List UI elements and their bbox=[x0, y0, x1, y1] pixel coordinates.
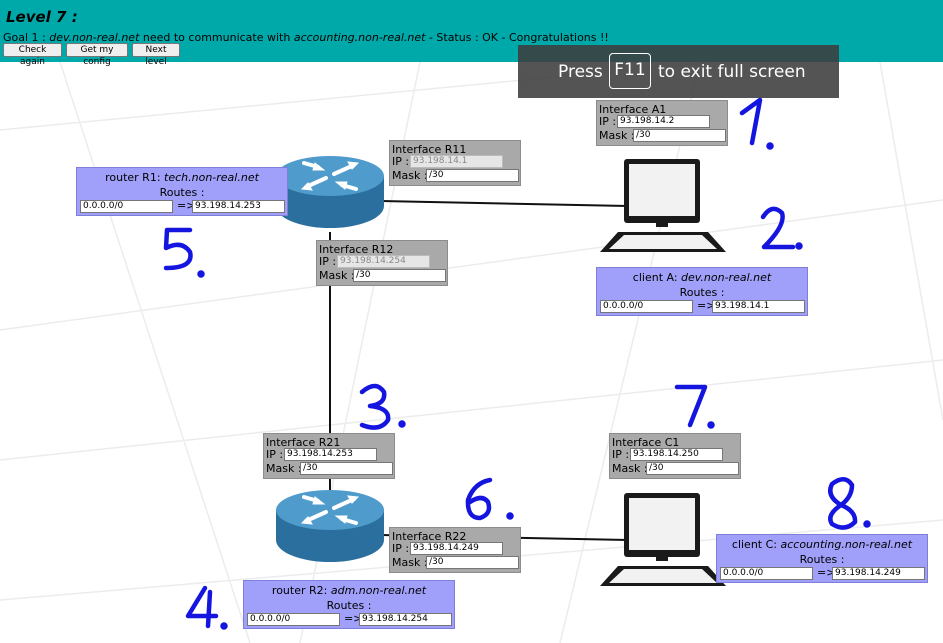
client-c-computer-icon[interactable] bbox=[598, 490, 728, 590]
interface-a1-title: Interface A1 bbox=[599, 103, 667, 116]
goal-source: dev.non-real.net bbox=[49, 31, 140, 44]
goal-middle: need to communicate with bbox=[139, 31, 294, 44]
client-a-kind: client A: bbox=[632, 271, 682, 284]
interface-c1-ip-input[interactable]: 93.198.14.250 bbox=[630, 448, 723, 461]
annotation-6 bbox=[465, 477, 514, 521]
ip-label: IP : bbox=[392, 542, 410, 555]
router-r1-route-destination-input[interactable]: 0.0.0.0/0 bbox=[80, 200, 173, 213]
interface-c1-mask-input[interactable]: /30 bbox=[646, 462, 739, 475]
interface-r21-mask-input[interactable]: /30 bbox=[300, 462, 393, 475]
fullscreen-exit-text: to exit full screen bbox=[658, 62, 806, 82]
mask-label: Mask : bbox=[266, 462, 302, 475]
mask-label: Mask : bbox=[319, 269, 355, 282]
interface-r21-panel: Interface R21 IP : 93.198.14.253 Mask : … bbox=[263, 433, 395, 479]
interface-r21-title: Interface R21 bbox=[266, 436, 341, 449]
interface-r12-panel: Interface R12 IP : 93.198.14.254 Mask : … bbox=[316, 240, 448, 286]
annotation-4 bbox=[185, 585, 228, 630]
routes-label: Routes : bbox=[679, 286, 725, 299]
goal-target: accounting.non-real.net bbox=[293, 31, 426, 44]
link-r1-client-a bbox=[379, 200, 629, 207]
mask-label: Mask : bbox=[599, 129, 635, 142]
client-a-route-gateway-input[interactable]: 93.198.14.1 bbox=[712, 300, 805, 313]
ip-label: IP : bbox=[319, 255, 337, 268]
f11-key-badge: F11 bbox=[609, 53, 651, 89]
client-c-hostname: accounting.non-real.net bbox=[780, 538, 913, 551]
client-a-hostname: dev.non-real.net bbox=[681, 271, 772, 284]
router-r2-route-destination-input[interactable]: 0.0.0.0/0 bbox=[247, 613, 340, 626]
annotation-2 bbox=[760, 206, 803, 250]
router-r2-icon[interactable] bbox=[274, 488, 386, 566]
router-r1-route-gateway-input[interactable]: 93.198.14.253 bbox=[192, 200, 285, 213]
router-r2-kind: router R2: bbox=[271, 584, 331, 597]
route-arrow: => bbox=[344, 612, 363, 625]
router-r1-panel: router R1: tech.non-real.net Routes : 0.… bbox=[76, 167, 288, 216]
interface-r11-mask-input[interactable]: /30 bbox=[426, 169, 519, 182]
interface-r22-mask-input[interactable]: /30 bbox=[426, 556, 519, 569]
router-r2-hostname: adm.non-real.net bbox=[330, 584, 427, 597]
interface-a1-mask-input[interactable]: /30 bbox=[633, 129, 726, 142]
annotation-5 bbox=[163, 227, 205, 278]
interface-r11-title: Interface R11 bbox=[392, 143, 467, 156]
client-c-panel: client C: accounting.non-real.net Routes… bbox=[716, 534, 928, 583]
router-r1-hostname: tech.non-real.net bbox=[164, 171, 259, 184]
annotation-3 bbox=[359, 383, 406, 430]
get-my-config-button[interactable]: Get my config bbox=[66, 43, 128, 67]
router-r1-icon[interactable] bbox=[274, 154, 386, 232]
level-title: Level 7 : bbox=[6, 8, 78, 26]
ip-label: IP : bbox=[266, 448, 284, 461]
annotation-1 bbox=[739, 97, 774, 150]
route-arrow: => bbox=[817, 566, 836, 579]
interface-r21-ip-input[interactable]: 93.198.14.253 bbox=[284, 448, 377, 461]
mask-label: Mask : bbox=[392, 169, 428, 182]
interface-r12-ip-input[interactable]: 93.198.14.254 bbox=[337, 255, 430, 268]
fullscreen-notice: Press F11 to exit full screen bbox=[518, 45, 839, 98]
annotation-7 bbox=[674, 384, 715, 429]
mask-label: Mask : bbox=[612, 462, 648, 475]
client-c-route-gateway-input[interactable]: 93.198.14.249 bbox=[832, 567, 925, 580]
interface-r12-title: Interface R12 bbox=[319, 243, 394, 256]
mask-label: Mask : bbox=[392, 556, 428, 569]
routes-label: Routes : bbox=[799, 553, 845, 566]
interface-r12-mask-input[interactable]: /30 bbox=[353, 269, 446, 282]
routes-label: Routes : bbox=[159, 186, 205, 199]
ip-label: IP : bbox=[612, 448, 630, 461]
goal-suffix: - Status : OK - Congratulations !! bbox=[425, 31, 609, 44]
interface-c1-title: Interface C1 bbox=[612, 436, 680, 449]
next-level-button[interactable]: Next level bbox=[132, 43, 180, 67]
fullscreen-press-text: Press bbox=[558, 62, 603, 82]
check-again-button[interactable]: Check again bbox=[3, 43, 62, 67]
goal-status: Goal 1 : dev.non-real.net need to commun… bbox=[3, 31, 609, 44]
route-arrow: => bbox=[177, 199, 196, 212]
routes-label: Routes : bbox=[326, 599, 372, 612]
interface-a1-panel: Interface A1 IP : 93.198.14.2 Mask : /30 bbox=[596, 100, 728, 146]
client-a-route-destination-input[interactable]: 0.0.0.0/0 bbox=[600, 300, 693, 313]
client-c-route-destination-input[interactable]: 0.0.0.0/0 bbox=[720, 567, 813, 580]
client-a-computer-icon[interactable] bbox=[598, 156, 728, 256]
interface-r11-ip-input[interactable]: 93.198.14.1 bbox=[410, 155, 503, 168]
client-a-panel: client A: dev.non-real.net Routes : 0.0.… bbox=[596, 267, 808, 316]
interface-r22-ip-input[interactable]: 93.198.14.249 bbox=[410, 542, 503, 555]
client-c-kind: client C: bbox=[731, 538, 781, 551]
ip-label: IP : bbox=[392, 155, 410, 168]
interface-c1-panel: Interface C1 IP : 93.198.14.250 Mask : /… bbox=[609, 433, 741, 479]
interface-r11-panel: Interface R11 IP : 93.198.14.1 Mask : /3… bbox=[389, 140, 521, 186]
interface-a1-ip-input[interactable]: 93.198.14.2 bbox=[617, 115, 710, 128]
route-arrow: => bbox=[697, 299, 716, 312]
annotation-8 bbox=[828, 477, 871, 530]
goal-prefix: Goal 1 : bbox=[3, 31, 50, 44]
router-r2-route-gateway-input[interactable]: 93.198.14.254 bbox=[359, 613, 452, 626]
ip-label: IP : bbox=[599, 115, 617, 128]
interface-r22-title: Interface R22 bbox=[392, 530, 467, 543]
router-r1-kind: router R1: bbox=[105, 171, 165, 184]
interface-r22-panel: Interface R22 IP : 93.198.14.249 Mask : … bbox=[389, 527, 521, 573]
router-r2-panel: router R2: adm.non-real.net Routes : 0.0… bbox=[243, 580, 455, 629]
